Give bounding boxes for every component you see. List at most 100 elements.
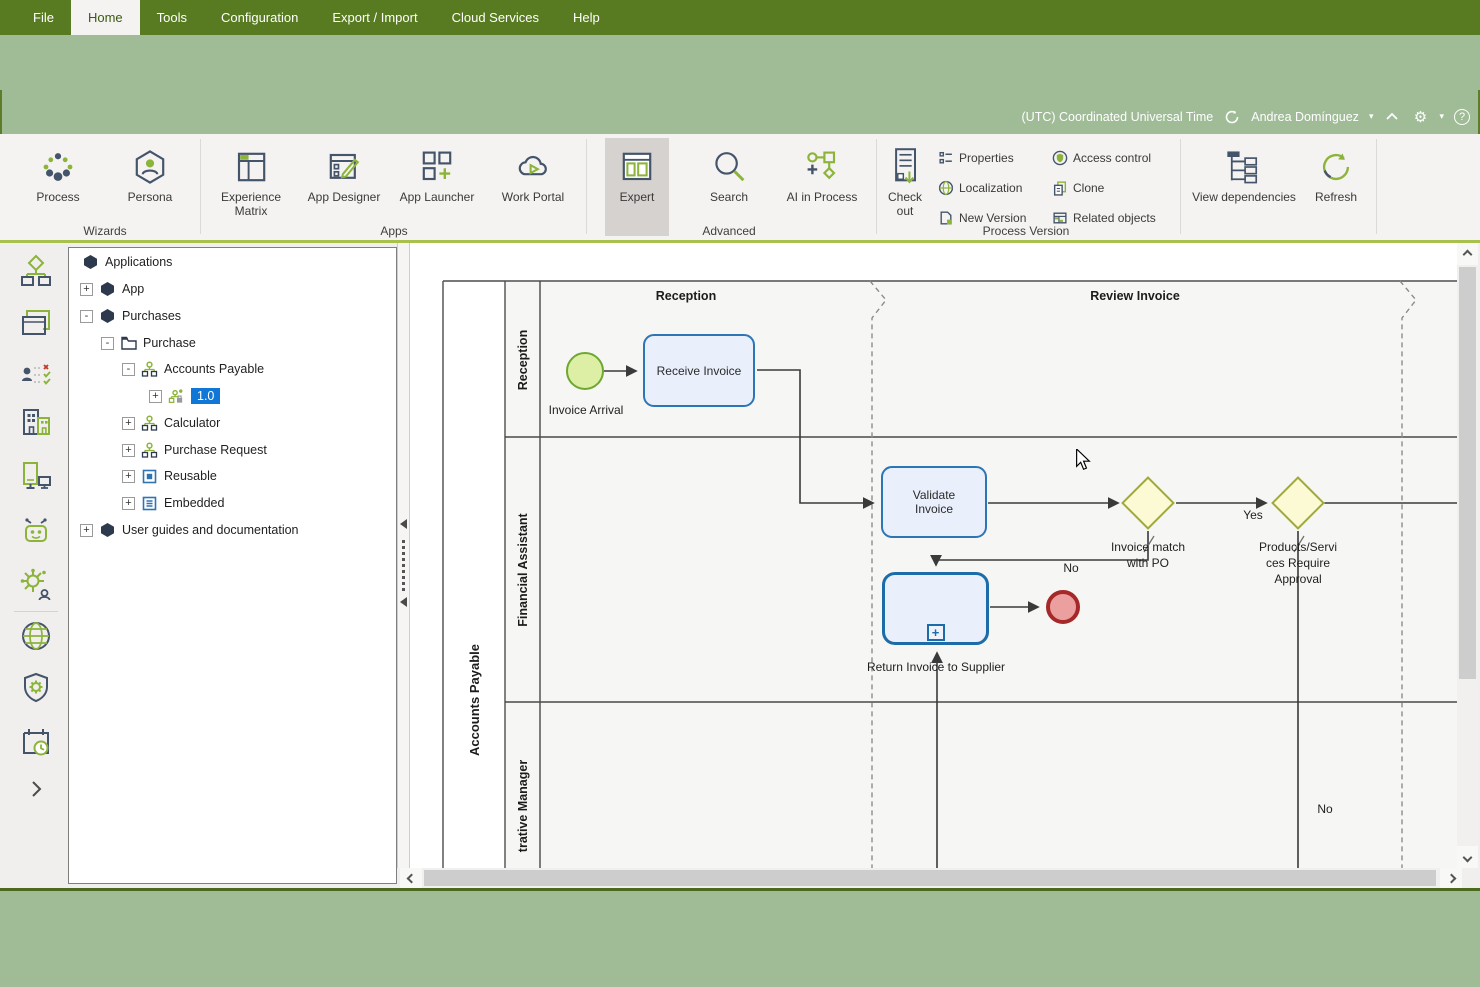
new-version-button[interactable]: New Version <box>938 206 1026 230</box>
expander-minus[interactable]: - <box>80 309 93 323</box>
view-dependencies-button[interactable]: View dependencies <box>1186 138 1302 236</box>
hexagon-app-icon <box>99 308 116 325</box>
forms-icon[interactable] <box>19 305 53 339</box>
localization-label: Localization <box>959 181 1023 195</box>
menu-tools[interactable]: Tools <box>156 10 187 25</box>
access-control-button[interactable]: Access control <box>1052 146 1151 170</box>
experience-matrix-label: Experience Matrix <box>220 190 282 218</box>
tree-item-purchase-request[interactable]: + Purchase Request <box>70 437 390 463</box>
expander-plus[interactable]: + <box>122 416 135 430</box>
tree-item-embedded[interactable]: + Embedded <box>70 490 390 516</box>
menu-bar: File Home Tools Configuration Export / I… <box>0 0 1480 35</box>
task-validate-invoice[interactable]: Validate Invoice <box>881 466 987 538</box>
ribbon-separator <box>586 139 587 234</box>
vertical-scrollbar-thumb[interactable] <box>1459 267 1476 679</box>
expander-minus[interactable]: - <box>101 336 114 350</box>
tree-item-applications[interactable]: Applications <box>70 249 390 275</box>
persona-button[interactable]: Persona <box>118 138 182 236</box>
tree-item-user-guides[interactable]: + User guides and documentation <box>70 517 390 543</box>
task-receive-invoice[interactable]: Receive Invoice <box>643 334 755 407</box>
ai-in-process-button[interactable]: AI in Process <box>780 138 864 236</box>
tree-item-reusable[interactable]: + Reusable <box>70 463 390 489</box>
expert-button[interactable]: Expert <box>605 138 669 236</box>
localization-icon <box>938 180 954 196</box>
app-launcher-button[interactable]: App Launcher <box>395 138 479 236</box>
search-button[interactable]: Search <box>697 138 761 236</box>
tree-item-purchase[interactable]: - Purchase <box>70 330 390 356</box>
tree-item-accounts-payable[interactable]: - Accounts Payable <box>70 356 390 382</box>
menu-file[interactable]: File <box>33 10 54 25</box>
expander-plus[interactable]: + <box>80 282 93 296</box>
sync-icon[interactable] <box>1223 108 1241 126</box>
process-label: Process <box>36 190 80 204</box>
tree-item-app[interactable]: + App <box>70 276 390 302</box>
expander-plus[interactable]: + <box>122 496 135 510</box>
calendar-icon[interactable] <box>19 725 53 759</box>
settings-caret-icon[interactable]: ▾ <box>1439 111 1444 121</box>
expander-plus[interactable]: + <box>80 523 93 537</box>
integration-icon[interactable] <box>19 568 53 602</box>
apps-group-label: Apps <box>380 224 408 238</box>
process-button[interactable]: Process <box>26 138 90 236</box>
end-event[interactable] <box>1046 590 1080 624</box>
expander-plus[interactable]: + <box>122 443 135 457</box>
scroll-left-button[interactable] <box>400 868 422 888</box>
app-designer-button[interactable]: App Designer <box>302 138 386 236</box>
tree-item-label: Purchase Request <box>164 443 267 457</box>
scroll-right-button[interactable] <box>1440 868 1462 888</box>
reusable-process-icon <box>141 468 158 485</box>
menu-home[interactable]: Home <box>70 0 140 35</box>
phase-label-reception: Reception <box>655 289 717 303</box>
hexagon-app-icon <box>82 254 99 271</box>
expander-plus[interactable]: + <box>122 469 135 483</box>
work-portal-button[interactable]: Work Portal <box>493 138 573 236</box>
splitter-grip[interactable] <box>402 540 405 592</box>
related-objects-icon <box>1053 212 1067 224</box>
ribbon-separator <box>1376 139 1377 234</box>
tree-item-purchases[interactable]: - Purchases <box>70 303 390 329</box>
devices-icon[interactable] <box>19 459 53 493</box>
scroll-down-button[interactable] <box>1457 846 1478 868</box>
check-out-button[interactable]: Check out <box>882 138 928 236</box>
start-event[interactable] <box>566 352 604 390</box>
clone-button[interactable]: Clone <box>1052 176 1104 200</box>
tree-item-version-1-0[interactable]: + 1.0 <box>70 383 390 409</box>
expand-chevron-icon[interactable] <box>19 772 53 806</box>
bot-icon[interactable] <box>19 515 53 549</box>
expander-minus[interactable]: - <box>122 362 135 376</box>
scroll-up-button[interactable] <box>1457 243 1478 265</box>
process-model-icon[interactable] <box>19 253 53 287</box>
related-objects-button[interactable]: Related objects <box>1052 206 1156 230</box>
menu-help[interactable]: Help <box>573 10 600 25</box>
subprocess-plus-icon[interactable]: + <box>926 624 945 641</box>
user-caret-icon[interactable]: ▾ <box>1368 111 1374 121</box>
experience-matrix-button[interactable]: Experience Matrix <box>213 138 289 236</box>
expander-plus[interactable]: + <box>149 389 162 403</box>
menu-configuration[interactable]: Configuration <box>221 10 299 25</box>
globe-icon[interactable] <box>19 619 53 653</box>
access-control-label: Access control <box>1073 151 1152 165</box>
menu-export-import[interactable]: Export / Import <box>332 10 418 25</box>
hexagon-app-icon <box>99 522 116 539</box>
edge-label-no-1: No <box>1063 561 1079 575</box>
properties-button[interactable]: Properties <box>938 146 1014 170</box>
user-menu[interactable]: Andrea Domínguez <box>1251 109 1359 124</box>
horizontal-scrollbar-thumb[interactable] <box>424 870 1436 886</box>
menu-cloud-services[interactable]: Cloud Services <box>451 10 540 25</box>
window-border-bottom <box>0 888 1480 891</box>
splitter-collapse-icon[interactable] <box>400 597 407 607</box>
localization-button[interactable]: Localization <box>938 176 1022 200</box>
collapse-ribbon-icon[interactable] <box>1383 108 1401 126</box>
splitter-collapse-icon[interactable] <box>400 519 407 529</box>
refresh-button[interactable]: Refresh <box>1310 138 1362 236</box>
stakeholder-check-icon[interactable] <box>19 358 53 392</box>
settings-gear-icon[interactable]: ⚙ <box>1413 108 1428 126</box>
tree-item-calculator[interactable]: + Calculator <box>70 410 390 436</box>
ai-in-process-label: AI in Process <box>786 190 858 204</box>
subprocess-return-invoice[interactable]: + <box>882 572 989 645</box>
view-dependencies-label: View dependencies <box>1192 190 1296 204</box>
security-icon[interactable] <box>19 671 53 705</box>
organization-icon[interactable] <box>19 405 53 439</box>
help-icon[interactable]: ? <box>1454 108 1470 125</box>
lane-label-administrative-manager: trative Manager <box>516 759 530 853</box>
